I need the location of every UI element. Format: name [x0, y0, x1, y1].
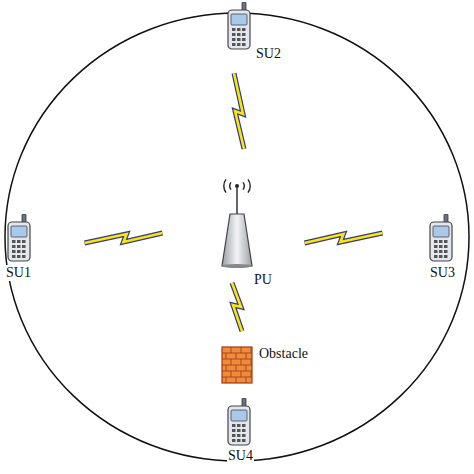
wireless-link: [232, 268, 242, 346]
bolt-outline: [234, 50, 244, 172]
bolt-fill: [259, 233, 428, 243]
secondary-user: SU4: [226, 398, 252, 446]
secondary-user: SU3: [428, 214, 454, 262]
wireless-link: [234, 50, 244, 172]
node-label: SU2: [255, 46, 282, 62]
bolt-fill: [32, 233, 215, 243]
phone-icon: [428, 214, 454, 262]
node-label: PU: [253, 272, 273, 288]
node-label: SU1: [5, 265, 32, 281]
bolt-outline: [232, 268, 242, 346]
phone-icon: [6, 214, 32, 262]
bolt-outline: [32, 233, 215, 243]
wireless-link: [259, 233, 428, 243]
phone-icon: [226, 2, 252, 50]
node-label: SU3: [429, 265, 456, 281]
brick-wall-icon: [221, 346, 253, 384]
primary-user: PU: [215, 172, 259, 268]
secondary-user: SU2: [226, 2, 252, 50]
base-station-icon: [215, 172, 259, 268]
wireless-link: [32, 233, 215, 243]
node-label: SU4: [227, 448, 254, 464]
obstacle-block: Obstacle: [221, 346, 253, 384]
node-label: Obstacle: [258, 346, 309, 362]
secondary-user: SU1: [6, 214, 32, 262]
bolt-outline: [259, 233, 428, 243]
bolt-fill: [232, 268, 242, 346]
phone-icon: [226, 398, 252, 446]
bolt-fill: [234, 50, 244, 172]
coverage-circle: [5, 13, 469, 461]
